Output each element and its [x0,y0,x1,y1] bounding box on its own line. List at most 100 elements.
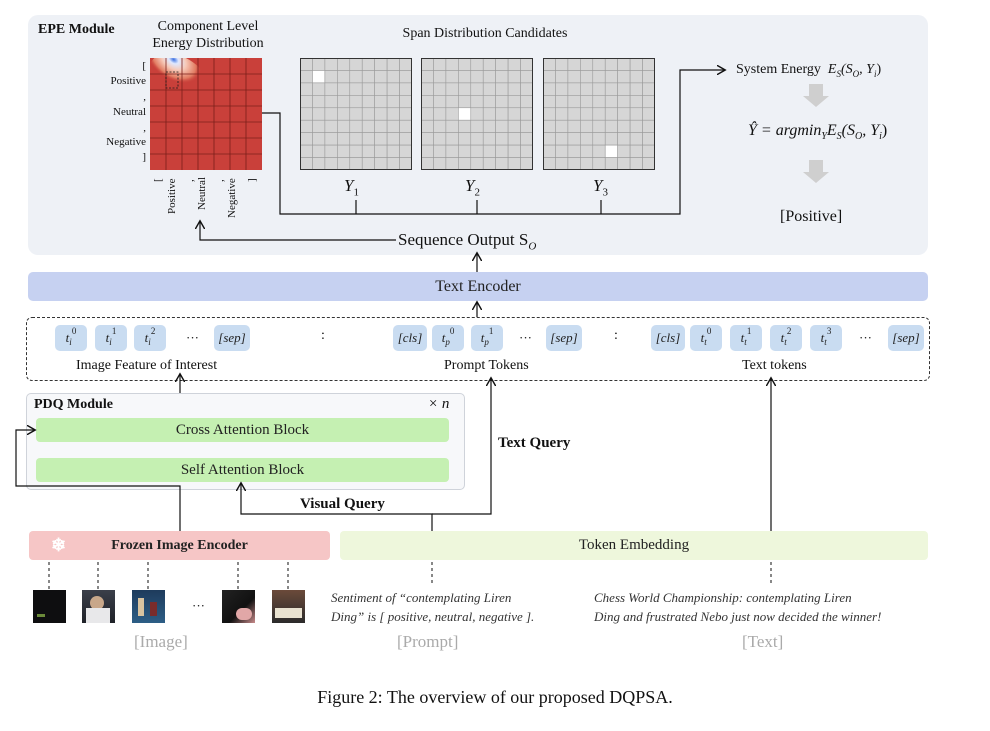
candidate-cell [312,95,326,109]
candidate-cell [617,132,631,146]
candidate-cell [592,144,606,158]
candidate-cell [580,157,594,170]
candidate-cell [617,144,631,158]
candidate-cell [300,82,313,96]
candidate-cell [337,82,351,96]
candidate-cell [337,132,351,146]
candidate-cell [520,58,533,71]
candidate-cell [374,144,388,158]
row-label: Neutral [113,106,146,118]
image-thumb-2 [82,590,115,623]
candidate-cell [617,95,631,109]
candidate-cell [361,144,375,158]
candidate-cell [300,95,313,109]
candidate-cell [592,119,606,133]
col-label: , [184,179,196,182]
token-embedding: Token Embedding [340,531,928,560]
candidate-cell [567,95,581,109]
candidate-cell [482,144,496,158]
candidate-cell [642,144,655,158]
image-feature-label: Image Feature of Interest [76,358,218,373]
candidate-cell [300,157,313,170]
candidate-cell [629,144,643,158]
candidate-cell [433,70,447,84]
candidate-cell [592,70,606,84]
image-thumb-3 [132,590,165,623]
candidate-span-cell [458,107,472,121]
candidate-cell [507,132,521,146]
candidate-cell [642,107,655,121]
pdq-times-n: × n [428,396,450,412]
candidate-cell [482,132,496,146]
candidate-cell [421,119,434,133]
candidate-cell [642,157,655,170]
token-colon: : [614,328,618,343]
candidate-cell [337,107,351,121]
row-label: Positive [110,75,146,87]
candidate-cell [520,144,533,158]
cross-attention-block: Cross Attention Block [36,418,449,442]
candidate-cell [445,70,459,84]
candidate-cell [495,58,509,71]
candidate-cell [458,58,472,71]
candidate-cell [580,70,594,84]
candidate-cell [470,119,484,133]
candidate-cell [482,95,496,109]
candidate-cell [349,70,363,84]
candidate-cell [445,58,459,71]
argmin-formula: Ŷ = argminYES(SO, Yi) [748,122,888,143]
candidate-cell [324,119,338,133]
epe-module-title: EPE Module [38,22,115,37]
candidate-cell [470,132,484,146]
candidate-span-cell [604,144,618,158]
candidate-cell [399,95,412,109]
candidate-cell [386,82,400,96]
candidate-cell [543,132,556,146]
candidate-cell [421,70,434,84]
candidate-cell [507,82,521,96]
candidate-cell [361,107,375,121]
candidate-cell [386,157,400,170]
candidate-cell [421,58,434,71]
candidate-cell [604,119,618,133]
row-label: , [143,122,146,134]
candidate-cell [386,107,400,121]
candidate-cell [580,107,594,121]
candidate-cell [555,144,569,158]
candidate-cell [520,157,533,170]
candidate-cell [482,119,496,133]
prompt-text: Sentiment of “contemplating Liren Ding” … [331,590,535,624]
energy-heatmap [150,58,262,170]
candidate-grid-2 [421,58,533,170]
candidate-cell [386,58,400,71]
candidate-cell [617,58,631,71]
candidate-cell [580,132,594,146]
candidate-cell [482,107,496,121]
candidate-cell [617,157,631,170]
candidate-cell [445,95,459,109]
candidate-cell [421,95,434,109]
candidate-cell [592,58,606,71]
col-label: Negative [226,178,238,218]
prompt-input-label: [Prompt] [397,632,459,651]
candidate-cell [349,58,363,71]
col-label: Neutral [196,177,208,210]
candidate-label-1: Y1 [344,176,359,199]
candidate-cell [629,82,643,96]
candidate-cell [543,157,556,170]
candidate-cell [482,82,496,96]
candidate-cell [520,95,533,109]
text-input: Chess World Championship: contemplating … [594,590,882,624]
candidate-cell [421,107,434,121]
candidate-cell [555,82,569,96]
candidate-cell [324,82,338,96]
candidate-cell [642,132,655,146]
candidate-cell [495,82,509,96]
candidate-cell [374,132,388,146]
candidate-cell [555,157,569,170]
candidate-cell [399,157,412,170]
